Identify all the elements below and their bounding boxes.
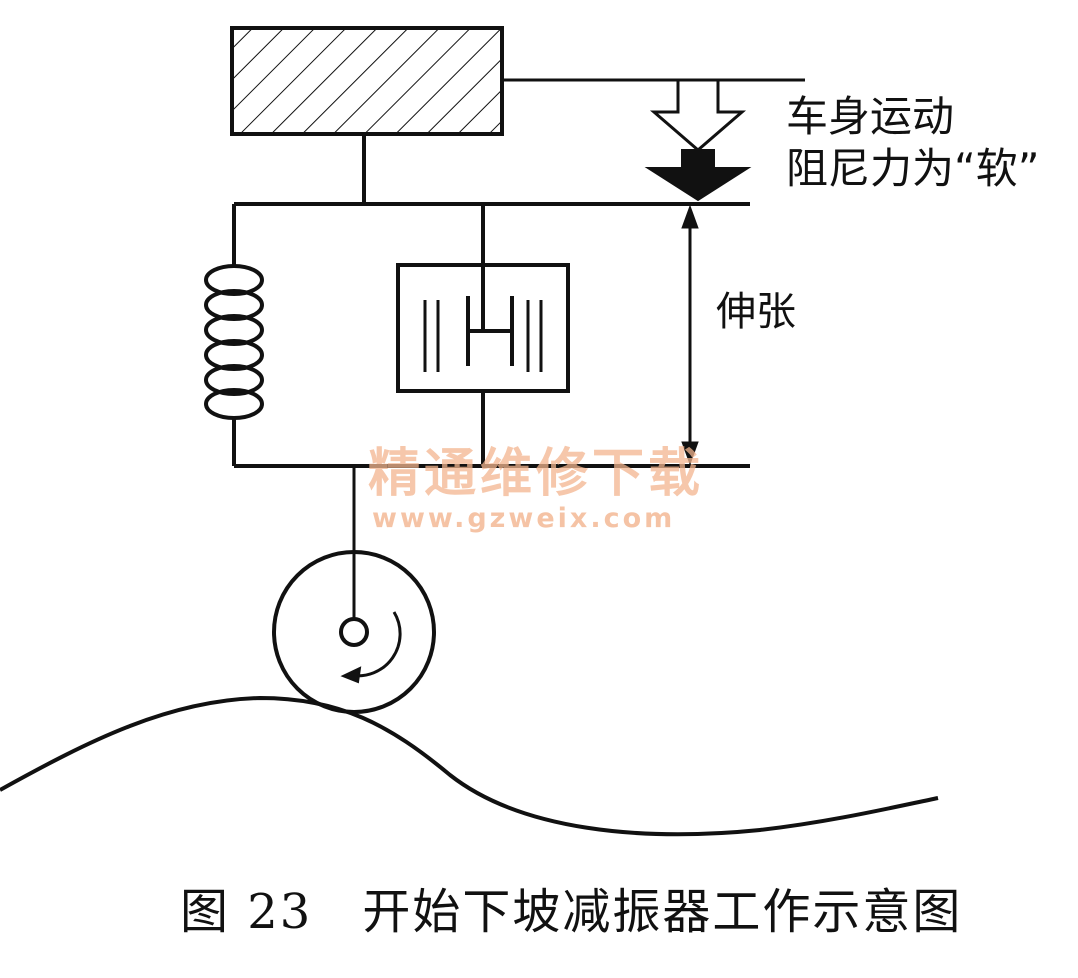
extension-arrow: [681, 204, 699, 466]
body-motion-arrow: [649, 78, 747, 152]
damping-force-label: 阻尼力为“软”: [786, 144, 1040, 193]
extension-label: 伸张: [716, 289, 796, 335]
damper: [396, 204, 570, 466]
watermark-name: 精通维修下载: [368, 444, 705, 504]
road-surface: [0, 695, 939, 837]
watermark-url: www.gzweix.com: [372, 503, 676, 534]
body-motion-label: 车身运动: [786, 92, 955, 141]
wheel: [272, 466, 436, 714]
car-body-mass: [230, 26, 504, 136]
figure-caption: 图 23 开始下坡减振器工作示意图: [180, 884, 963, 940]
damping-force-arrow: [644, 149, 752, 202]
spring: [204, 204, 264, 466]
